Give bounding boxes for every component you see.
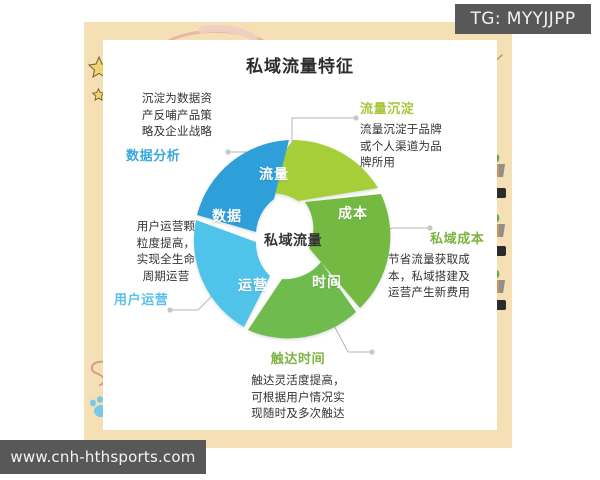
callout-data-analysis: 沉淀为数据资 产反哺产品策 略及企业战略 数据分析 bbox=[126, 90, 228, 164]
page-title: 私域流量特征 bbox=[246, 57, 354, 77]
content-card bbox=[103, 40, 497, 430]
gadget-icon bbox=[490, 188, 506, 198]
callout-tag: 数据分析 bbox=[126, 149, 181, 165]
callout-body: 流量沉淀于品牌 或个人渠道为品 牌所用 bbox=[360, 122, 442, 170]
gadget-icon bbox=[490, 246, 506, 256]
callout-tag: 流量沉淀 bbox=[360, 102, 415, 117]
callout-body: 触达灵活度提高， 可根据用户情况实 现随时及多次触达 bbox=[251, 373, 345, 421]
donut-chart bbox=[193, 140, 391, 339]
callout-tag: 触达时间 bbox=[270, 352, 326, 367]
callout-user-operation: 用户运营颗 粒度提高， 实现全生命 周期运营 用户运营 bbox=[114, 218, 218, 308]
callout-tag: 私域成本 bbox=[430, 232, 485, 247]
segment-shuju bbox=[197, 140, 289, 232]
site-url-watermark: www.cnh-hthsports.com bbox=[0, 440, 206, 474]
callout-body: 沉淀为数据资 产反哺产品策 略及企业战略 bbox=[141, 91, 213, 139]
callout-traffic-deposit: 流量沉淀 流量沉淀于品牌 或个人渠道为品 牌所用 bbox=[360, 98, 478, 171]
callout-body: 用户运营颗 粒度提高， 实现全生命 周期运营 bbox=[136, 219, 196, 284]
callout-body: 节省流量获取成 本，私域搭建及 运营产生新费用 bbox=[388, 252, 470, 300]
callout-reach-time: 触达时间 触达灵活度提高， 可根据用户情况实 现随时及多次触达 bbox=[228, 348, 368, 422]
segment-chengben bbox=[305, 194, 391, 308]
telegram-watermark-badge: TG: MYYJJPP bbox=[455, 4, 591, 34]
segment-shijian bbox=[248, 262, 356, 339]
callout-private-cost: 私域成本 节省流量获取成 本，私域搭建及 运营产生新费用 bbox=[388, 228, 512, 301]
segment-yunying bbox=[193, 220, 270, 327]
callout-tag: 用户运营 bbox=[114, 292, 169, 308]
gadget-icon bbox=[490, 300, 506, 310]
